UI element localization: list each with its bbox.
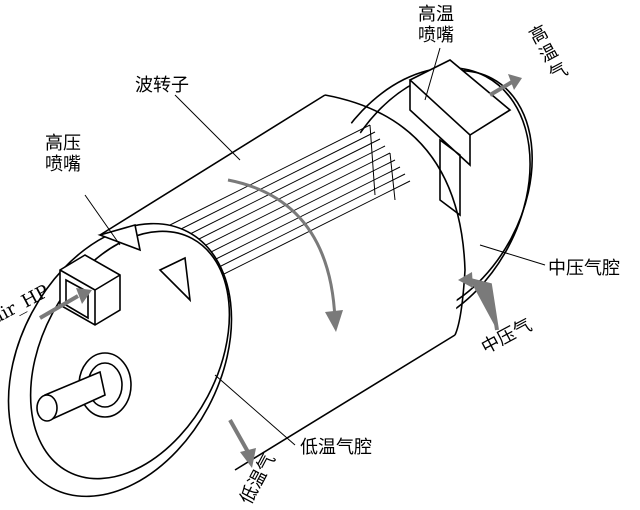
hot-nozzle-block [408,59,512,217]
label-hp-nozzle: 高压喷嘴 [45,133,81,175]
rotation-arrow [227,178,337,321]
label-wave-rotor: 波转子 [135,75,189,96]
label-mid-chamber: 中压气腔 [548,258,620,279]
leader-lines [84,47,546,446]
rotor-bottom-edge [234,334,456,471]
rotor-right-edge [324,94,466,336]
rotor-top-edge [99,94,326,236]
flow-arrows [38,74,522,468]
rotation-arrow-head [325,310,343,332]
shaft-end [36,394,58,422]
label-low-chamber: 低温气腔 [300,437,372,458]
label-hot-nozzle: 高温喷嘴 [418,4,454,46]
nozzle-wedges [97,223,192,303]
left-end-disk-inner [29,230,231,480]
